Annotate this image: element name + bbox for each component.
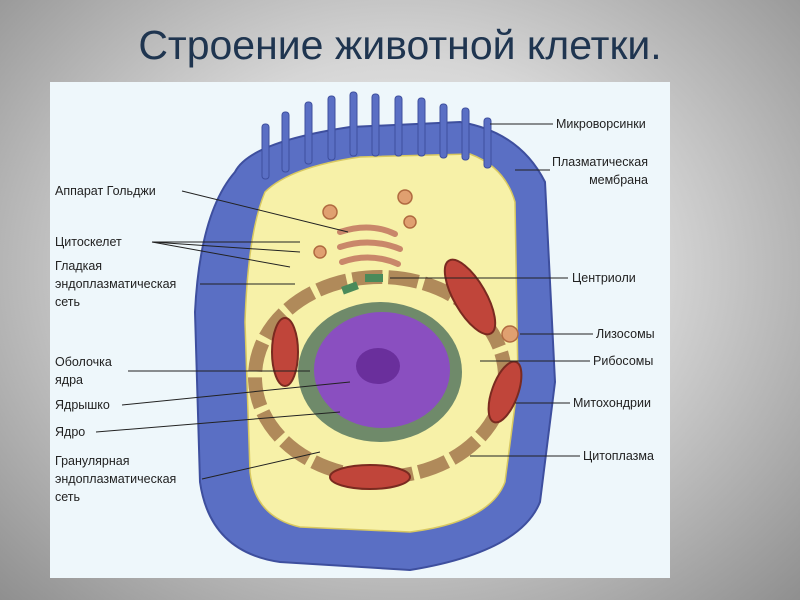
label-line: Оболочка xyxy=(55,355,112,369)
label-nucleus: Ядро xyxy=(55,425,86,439)
label-line: Гладкая xyxy=(55,259,103,273)
label-line: эндоплазматическая xyxy=(55,277,177,291)
label-nuclear-envelope: Оболочка ядра xyxy=(55,353,112,389)
label-cytoplasm: Цитоплазма xyxy=(583,449,654,463)
label-line: эндоплазматическая xyxy=(55,472,177,486)
label-lysosomes: Лизосомы xyxy=(596,327,655,341)
label-plasma-membrane: Плазматическая мембрана xyxy=(552,153,648,189)
label-line: сеть xyxy=(55,490,81,504)
label-golgi: Аппарат Гольджи xyxy=(55,184,156,198)
label-line: Плазматическая xyxy=(552,155,648,169)
microvilli xyxy=(261,91,492,180)
label-centrioles: Центриоли xyxy=(572,271,636,285)
label-cytoskeleton: Цитоскелет xyxy=(55,235,122,249)
golgi-apparatus xyxy=(337,224,403,267)
lysosomes xyxy=(313,189,519,343)
label-rough-er: Гранулярная эндоплазматическая сеть xyxy=(55,452,176,506)
slide-title: Строение животной клетки. xyxy=(138,22,662,68)
animal-cell-illustration xyxy=(95,91,593,572)
leader-lines xyxy=(95,123,593,480)
label-ribosomes: Рибосомы xyxy=(593,354,654,368)
label-nucleolus: Ядрышко xyxy=(55,398,110,412)
label-line: ядра xyxy=(55,373,83,387)
label-line: сеть xyxy=(55,295,81,309)
label-smooth-er: Гладкая эндоплазматическая сеть xyxy=(55,257,176,311)
nucleolus xyxy=(356,348,400,384)
label-microvilli: Микроворсинки xyxy=(556,117,646,131)
label-mitochondria: Митохондрии xyxy=(573,396,651,410)
label-line: Гранулярная xyxy=(55,454,130,468)
cell-diagram: Аппарат Гольджи Цитоскелет Гладкая эндоп… xyxy=(50,82,670,578)
label-line: мембрана xyxy=(589,173,648,187)
centrioles xyxy=(341,274,383,295)
